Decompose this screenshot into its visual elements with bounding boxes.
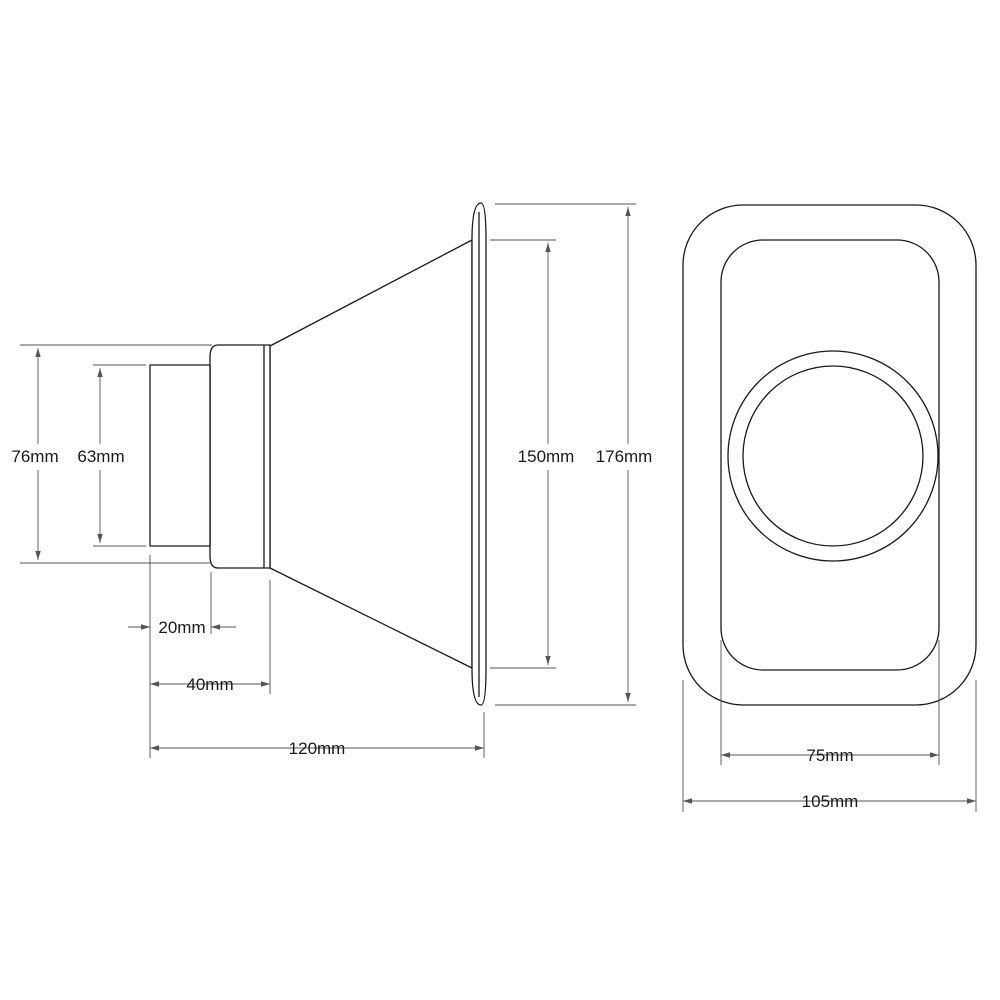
spigot (149, 364, 211, 547)
label-backing (512, 444, 580, 470)
label-collar-length: 40mm (186, 675, 233, 694)
label-outlet-outer-diameter: 76mm (11, 447, 58, 466)
label-outlet-inner-diameter: 63mm (77, 447, 124, 466)
label-spigot-length: 20mm (158, 618, 205, 637)
label-front-outer-width: 105mm (802, 792, 859, 811)
outlet-outer-ring (727, 350, 939, 562)
label-mouth-outer-height: 176mm (596, 447, 653, 466)
front-view: 75mm 105mm (682, 204, 977, 812)
front-outer-rim (682, 204, 977, 706)
outlet-inner-ring (742, 365, 924, 547)
label-backing (590, 444, 658, 470)
label-mouth-inner-height: 150mm (518, 447, 575, 466)
front-inner-recess (720, 239, 940, 671)
label-overall-length: 120mm (289, 739, 346, 758)
cone-body (269, 239, 473, 669)
side-view: 76mm 63mm 20mm 40mm 120mm 150mm 176mm (6, 202, 658, 758)
label-front-inner-width: 75mm (806, 746, 853, 765)
label-backing (72, 444, 130, 470)
collar (209, 344, 271, 569)
label-backing (6, 444, 64, 470)
